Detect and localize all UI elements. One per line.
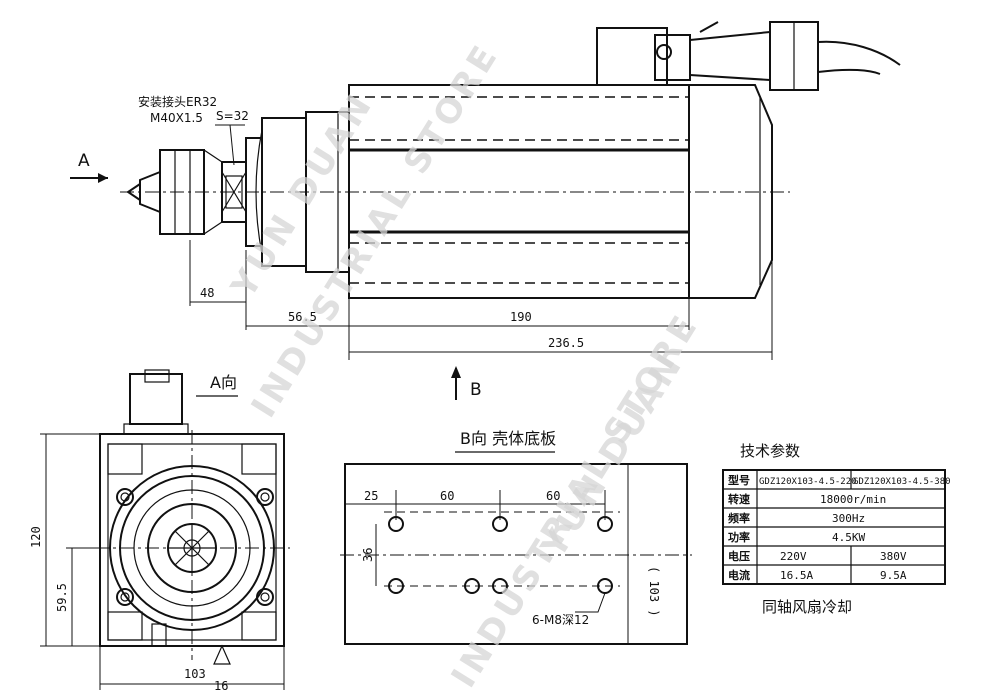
spec-key-voltage: 电压 bbox=[728, 549, 750, 563]
spec-key-power: 功率 bbox=[728, 530, 750, 544]
dim-103: 103 bbox=[184, 667, 206, 681]
cooling-note: 同轴风扇冷却 bbox=[762, 598, 852, 616]
collet-label: 安装接头ER32 bbox=[138, 94, 217, 109]
watermark-line4: YUN DUAN bbox=[533, 345, 691, 566]
dim-59-5: 59.5 bbox=[55, 583, 69, 612]
side-view: A 安装接头ER32 M40X1.5 S=32 48 56.5 190 236.… bbox=[70, 21, 901, 400]
holes-label: 6-M8深12 bbox=[532, 613, 589, 627]
view-a-dir-label: A向 bbox=[210, 373, 237, 392]
dim-48: 48 bbox=[200, 286, 214, 300]
dim-56-5: 56.5 bbox=[288, 310, 317, 324]
spec-table: 技术参数 型号 GDZ120X103-4.5-220 GDZ120X103-4.… bbox=[722, 442, 951, 616]
spec-model-220: GDZ120X103-4.5-220 bbox=[759, 477, 857, 487]
dim-60a: 60 bbox=[440, 489, 454, 503]
spec-key-freq: 频率 bbox=[728, 511, 750, 525]
dim-25: 25 bbox=[364, 489, 378, 503]
cable-connector bbox=[596, 21, 901, 91]
view-b-title: B向 壳体底板 bbox=[460, 429, 556, 448]
dim-60b: 60 bbox=[546, 489, 560, 503]
spec-key-speed: 转速 bbox=[728, 492, 750, 506]
spec-key-current: 电流 bbox=[728, 568, 750, 582]
spec-voltage-380: 380V bbox=[880, 550, 907, 563]
spec-power: 4.5KW bbox=[832, 531, 865, 544]
spec-title: 技术参数 bbox=[740, 442, 800, 460]
spec-model-380: GDZ120X103-4.5-380 bbox=[853, 477, 951, 487]
spec-voltage-220: 220V bbox=[780, 550, 807, 563]
dim-36: 36 bbox=[361, 548, 375, 562]
spec-speed: 18000r/min bbox=[820, 493, 886, 506]
base-plate-view: B向 壳体底板 25 60 60 36 ( 103 ) 6-M8深12 bbox=[340, 429, 692, 645]
wrench-label: S=32 bbox=[216, 109, 249, 123]
dim-16: 16 bbox=[214, 679, 228, 693]
base-plate bbox=[344, 463, 688, 645]
spec-key-model: 型号 bbox=[728, 473, 750, 487]
spec-current-220: 16.5A bbox=[780, 569, 813, 582]
front-view: A向 120 59.5 103 16 bbox=[29, 369, 290, 693]
dim-236-5: 236.5 bbox=[548, 336, 584, 350]
watermark: YUN DUAN INDUSTRIAL STORE INDUSTRIAL STO… bbox=[223, 36, 707, 695]
spec-freq: 300Hz bbox=[832, 512, 865, 525]
dim-120: 120 bbox=[29, 526, 43, 548]
view-a-label: A bbox=[78, 151, 90, 171]
spec-current-380: 9.5A bbox=[880, 569, 907, 582]
view-b-label: B bbox=[470, 380, 482, 400]
dim-190: 190 bbox=[510, 310, 532, 324]
dim-103-plate: ( 103 ) bbox=[647, 566, 661, 617]
thread-label: M40X1.5 bbox=[150, 111, 203, 125]
